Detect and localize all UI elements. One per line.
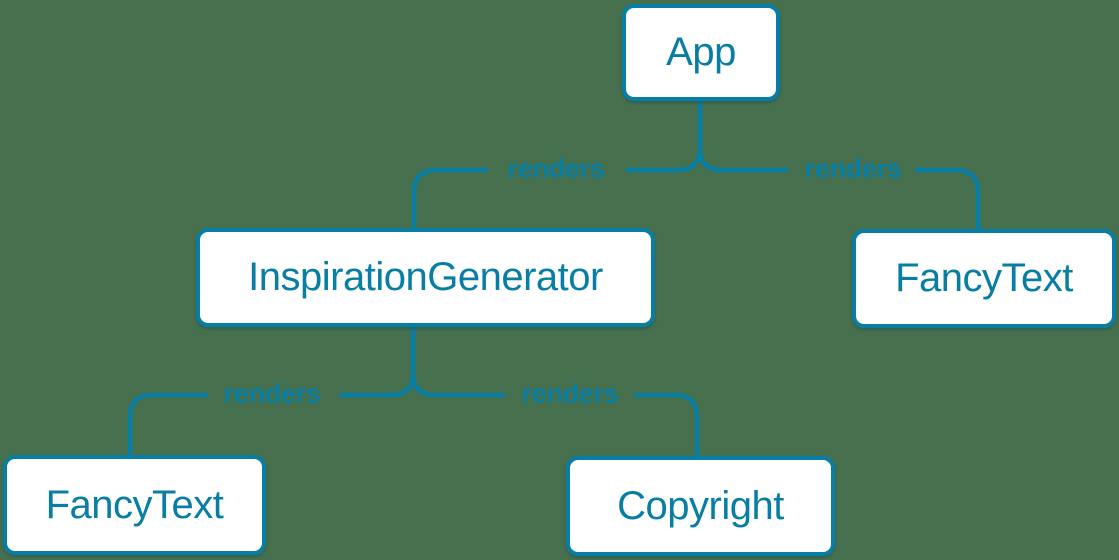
- node-app-label: App: [666, 30, 736, 74]
- connector-inspiration-generator-to-copyright: [410, 324, 700, 459]
- connector-app-to-fancy-text-top: [697, 98, 981, 232]
- node-fancy-text-bottom: FancyText: [3, 455, 266, 555]
- node-fancy-text-top-label: FancyText: [895, 256, 1073, 300]
- edge-label-inspiration-generator-fancy-text-bottom: renders: [223, 378, 321, 409]
- node-copyright-label: Copyright: [617, 483, 784, 528]
- edge-label-app-fancy-text-top: renders: [804, 153, 902, 184]
- node-inspiration-generator-label: InspirationGenerator: [248, 255, 603, 299]
- node-copyright: Copyright: [566, 456, 835, 556]
- edge-label-inspiration-generator-copyright: renders: [521, 378, 619, 409]
- node-app: App: [622, 4, 780, 101]
- edge-label-app-inspiration-generator: renders: [507, 153, 605, 184]
- node-fancy-text-top: FancyText: [852, 229, 1116, 328]
- node-fancy-text-bottom-label: FancyText: [45, 482, 224, 527]
- node-inspiration-generator: InspirationGenerator: [196, 228, 655, 327]
